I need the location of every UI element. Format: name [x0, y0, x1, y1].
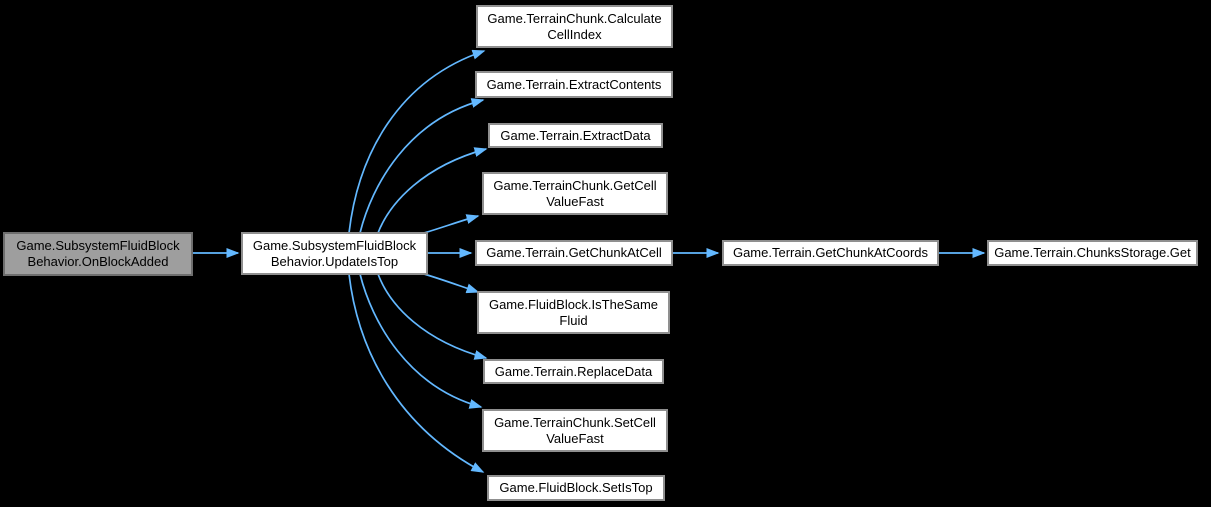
- node-get-cell-value-fast[interactable]: Game.TerrainChunk.GetCell ValueFast: [482, 172, 668, 215]
- node-is-the-same-fluid[interactable]: Game.FluidBlock.IsTheSame Fluid: [477, 291, 670, 334]
- node-label-line: Game.SubsystemFluidBlock: [16, 238, 180, 253]
- node-extract-data[interactable]: Game.Terrain.ExtractData: [488, 123, 663, 148]
- edge-updateistop-extractcontents: [359, 98, 485, 234]
- edge-updateistop-setcellvaluefast: [359, 273, 483, 409]
- edge-updateistop-setistop: [348, 273, 485, 473]
- node-label-line: Game.FluidBlock.SetIsTop: [499, 480, 653, 495]
- node-get-chunk-at-coords[interactable]: Game.Terrain.GetChunkAtCoords: [722, 240, 939, 266]
- edge-updateistop-replacedata: [377, 273, 488, 360]
- edge-updateistop-extractdata: [377, 147, 488, 234]
- node-label-line: Game.TerrainChunk.GetCell: [493, 177, 657, 193]
- edge-updateistop-getcellvaluefast: [423, 214, 480, 234]
- node-get-chunk-at-cell[interactable]: Game.Terrain.GetChunkAtCell: [475, 240, 673, 266]
- node-set-cell-value-fast[interactable]: Game.TerrainChunk.SetCell ValueFast: [482, 409, 668, 452]
- node-label-line: Game.Terrain.ChunksStorage.Get: [994, 245, 1191, 260]
- node-label-line: ValueFast: [546, 430, 604, 446]
- node-label-line: Game.Terrain.ExtractContents: [486, 76, 662, 92]
- node-chunks-storage-get[interactable]: Game.Terrain.ChunksStorage.Get: [987, 240, 1198, 266]
- node-label-line: Fluid: [559, 312, 588, 328]
- node-label-line: Game.SubsystemFluidBlock: [252, 237, 417, 253]
- node-set-is-top[interactable]: Game.FluidBlock.SetIsTop: [487, 475, 665, 501]
- node-extract-contents[interactable]: Game.Terrain.ExtractContents: [475, 71, 673, 98]
- node-label-line: Game.TerrainChunk.Calculate: [487, 10, 662, 26]
- node-update-is-top[interactable]: Game.SubsystemFluidBlock Behavior.Update…: [241, 232, 428, 275]
- node-label-line: Game.Terrain.ExtractData: [500, 127, 651, 143]
- node-label-line: Game.TerrainChunk.SetCell: [494, 414, 656, 430]
- node-on-block-added: Game.SubsystemFluidBlock Behavior.OnBloc…: [3, 232, 193, 276]
- node-label-line: CellIndex: [547, 26, 602, 42]
- node-label-line: Game.FluidBlock.IsTheSame: [488, 296, 659, 312]
- node-label-line: Behavior.OnBlockAdded: [27, 254, 169, 269]
- node-calculate-cell-index[interactable]: Game.TerrainChunk.Calculate CellIndex: [476, 5, 673, 48]
- edge-updateistop-calculatecellindex: [348, 49, 486, 234]
- node-label-line: Behavior.UpdateIsTop: [270, 253, 399, 269]
- node-label-line: Game.Terrain.GetChunkAtCell: [486, 245, 662, 260]
- node-label-line: ValueFast: [546, 193, 604, 209]
- edge-updateistop-isthesamefluid: [423, 273, 480, 294]
- node-replace-data[interactable]: Game.Terrain.ReplaceData: [483, 359, 664, 384]
- node-label-line: Game.Terrain.GetChunkAtCoords: [732, 245, 929, 260]
- node-label-line: Game.Terrain.ReplaceData: [494, 363, 653, 379]
